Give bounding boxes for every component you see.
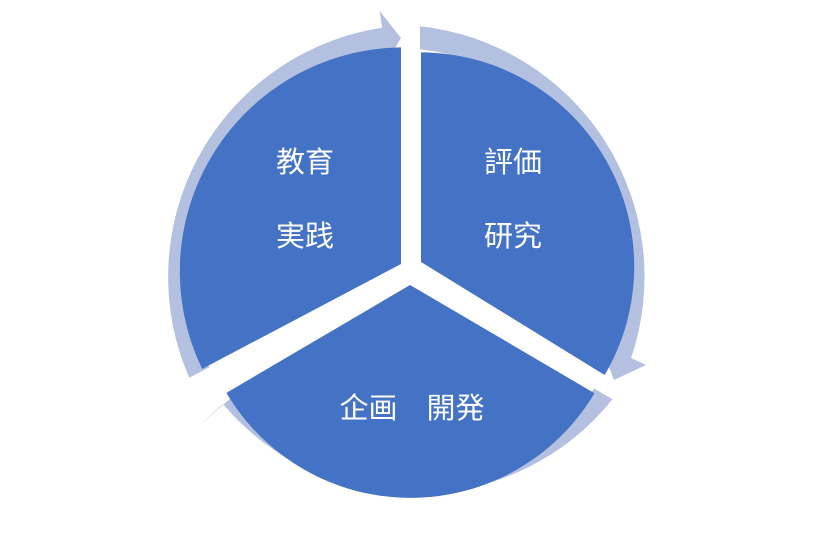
- segment-dividers: [182, 10, 641, 411]
- education-label-line1: 教育: [276, 145, 334, 179]
- segment-education: [179, 47, 401, 369]
- divider-left: [182, 264, 414, 397]
- segment-labels: 教育 実践 評価 研究 企画 開発: [276, 145, 542, 425]
- arrow-evaluation-to-planning: [420, 26, 646, 380]
- planning-label: 企画 開発: [339, 391, 484, 425]
- divider-right: [405, 264, 641, 411]
- cycle-segments: [179, 47, 635, 498]
- segment-planning: [226, 285, 595, 498]
- evaluation-label-line1: 評価: [484, 145, 542, 179]
- segment-evaluation: [421, 52, 635, 376]
- evaluation-label-line2: 研究: [484, 219, 542, 253]
- education-label-line2: 実践: [276, 219, 334, 253]
